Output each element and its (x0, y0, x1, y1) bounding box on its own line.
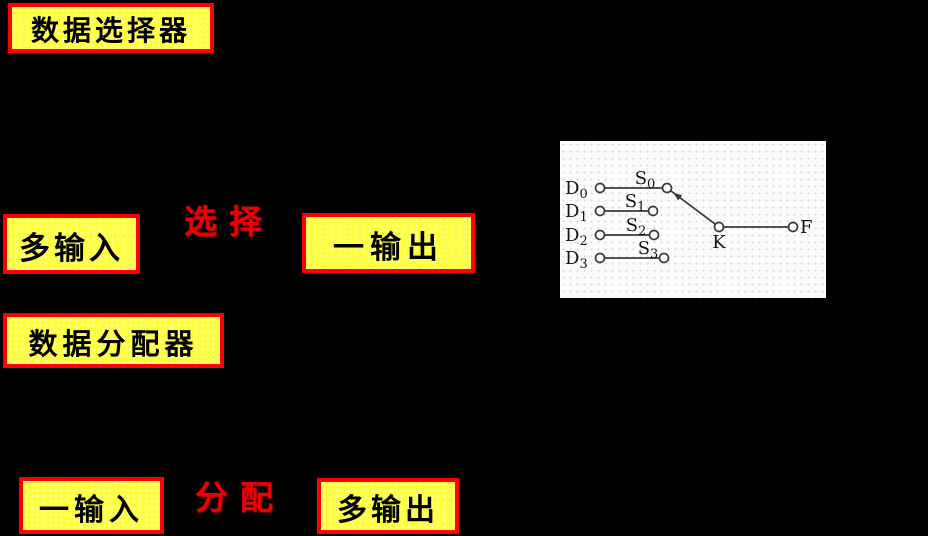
input-terminal-circle (594, 182, 606, 194)
multi-output-box: 多输出 (317, 478, 459, 534)
output-terminal-circle (787, 221, 799, 233)
multi-input-box: 多输入 (3, 214, 140, 274)
distributor-title-label: 数据分配器 (28, 326, 199, 361)
multi-output-label: 多输出 (337, 493, 439, 528)
selector-title-box: 数据选择器 (8, 3, 214, 53)
input-label-d0: D0 (565, 178, 588, 202)
select-accent-label: 选择 (184, 202, 274, 241)
contact-label-s1: S1 (625, 191, 646, 215)
input-terminal-circle (594, 205, 606, 217)
distributor-title-box: 数据分配器 (3, 313, 224, 368)
selector-circuit-panel: D0 S0 D1 S1 D2 S2 D3 S3 (560, 141, 826, 298)
selector-circuit-diagram: D0 S0 D1 S1 D2 S2 D3 S3 (565, 168, 813, 272)
multi-input-label: 多输入 (19, 230, 124, 267)
contact-label-s2: S2 (626, 215, 647, 239)
contact-circle-s1 (647, 205, 659, 217)
contact-label-s3: S3 (638, 238, 659, 262)
pivot-circle-k (713, 221, 725, 233)
one-output-label: 一输出 (333, 229, 444, 266)
contact-circle-s2 (648, 229, 660, 241)
input-label-d1: D1 (565, 201, 588, 225)
pivot-label-k: K (712, 232, 726, 253)
input-terminal-circle (594, 229, 606, 241)
one-input-box: 一输入 (19, 477, 164, 534)
output-label-f: F (800, 217, 813, 238)
one-output-box: 一输出 (302, 213, 475, 273)
contact-circle-s3 (658, 252, 670, 264)
selector-title-label: 数据选择器 (30, 14, 191, 47)
input-terminal-circle (594, 252, 606, 264)
input-label-d2: D2 (565, 225, 588, 249)
contact-circle-s0 (661, 182, 673, 194)
one-input-label: 一输入 (39, 492, 144, 528)
input-label-d3: D3 (565, 248, 588, 272)
distribute-accent-label: 分配 (195, 478, 285, 517)
switch-arrowhead-icon (673, 192, 683, 201)
contact-label-s0: S0 (635, 168, 656, 192)
